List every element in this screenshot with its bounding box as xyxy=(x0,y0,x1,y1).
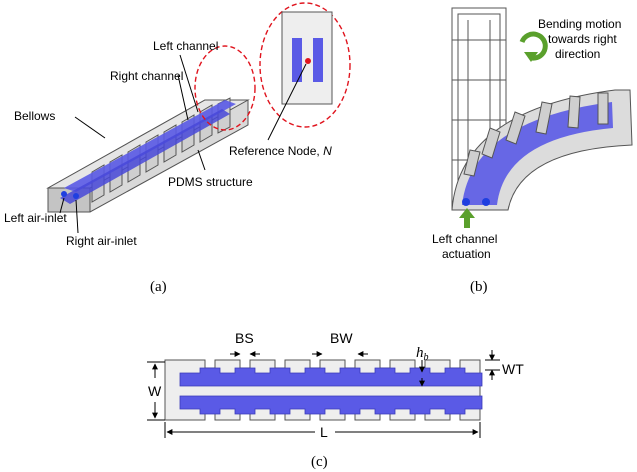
dim-hb: hb xyxy=(416,345,429,363)
right-channel xyxy=(64,100,236,192)
reference-node-dot xyxy=(305,58,311,64)
label-left-air-inlet: Left air-inlet xyxy=(4,211,67,225)
dim-wt: WT xyxy=(502,361,524,377)
label-reference-node: Reference Node, N xyxy=(229,144,332,158)
panel-a: Left channel Right channel Bellows PDMS … xyxy=(4,2,351,295)
label-bending-1: Bending motion xyxy=(538,17,621,31)
dim-l: L xyxy=(320,424,328,440)
panel-c: BS BW hb WT W L (c) xyxy=(147,330,524,470)
label-pdms-structure: PDMS structure xyxy=(168,175,253,189)
label-actuation-1: Left channel xyxy=(432,232,497,246)
left-inlet-b xyxy=(462,198,470,206)
bending-arrow-icon xyxy=(519,31,548,61)
label-bending-3: direction xyxy=(555,47,600,61)
label-actuation-2: actuation xyxy=(442,247,491,261)
left-air-inlet-dot xyxy=(61,191,67,197)
panel-a-caption: (a) xyxy=(150,279,167,295)
panel-a-leaders xyxy=(59,54,307,234)
bent-actuator xyxy=(451,89,633,211)
dim-bw: BW xyxy=(330,330,353,346)
label-right-air-inlet: Right air-inlet xyxy=(66,234,137,248)
actuation-arrow-icon xyxy=(459,208,475,228)
dim-w: W xyxy=(148,383,162,399)
dimension-lines xyxy=(147,350,500,438)
label-right-channel: Right channel xyxy=(110,69,183,83)
channel-upper xyxy=(179,367,483,387)
right-air-inlet-dot xyxy=(73,193,79,199)
label-bending-2: towards right xyxy=(548,32,617,46)
dim-bs: BS xyxy=(235,330,254,346)
panel-b: Bending motion towards right direction L… xyxy=(432,7,633,295)
channel-lower xyxy=(179,395,483,415)
label-bellows: Bellows xyxy=(14,109,55,123)
panel-c-caption: (c) xyxy=(311,454,328,470)
actuator-3d-model xyxy=(46,2,351,213)
right-inlet-b xyxy=(482,198,490,206)
panel-b-caption: (b) xyxy=(470,279,488,295)
cross-section-callout xyxy=(259,2,351,128)
left-channel xyxy=(60,109,230,204)
label-left-channel: Left channel xyxy=(153,39,218,53)
